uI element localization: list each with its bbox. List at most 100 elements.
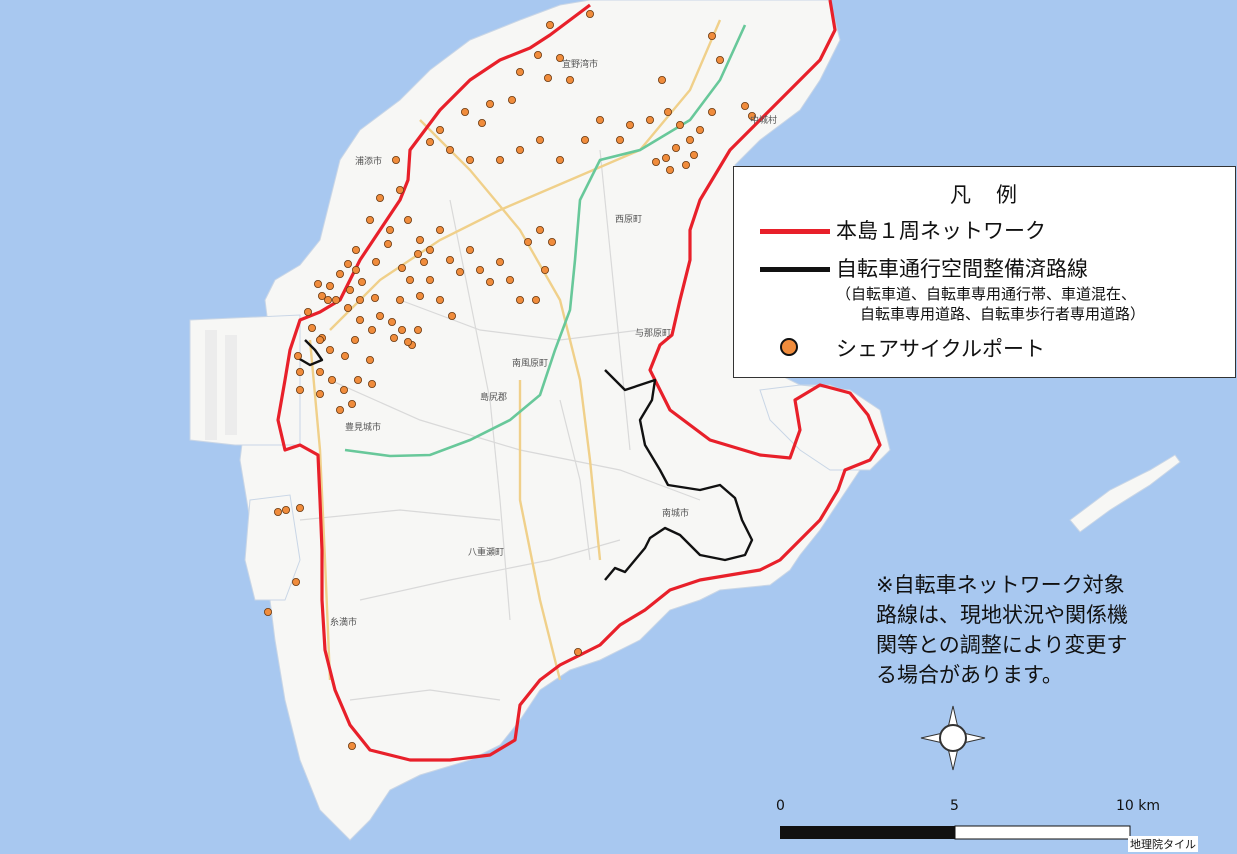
share-cycle-port-marker[interactable]: [345, 285, 354, 294]
share-cycle-port-marker[interactable]: [327, 375, 336, 384]
share-cycle-port-marker[interactable]: [315, 367, 324, 376]
share-cycle-port-marker[interactable]: [339, 385, 348, 394]
share-cycle-port-marker[interactable]: [485, 277, 494, 286]
share-cycle-port-marker[interactable]: [475, 265, 484, 274]
share-cycle-port-marker[interactable]: [355, 315, 364, 324]
share-cycle-port-marker[interactable]: [315, 335, 324, 344]
share-cycle-port-marker[interactable]: [541, 265, 550, 274]
share-cycle-port-marker[interactable]: [485, 100, 494, 109]
share-cycle-port-marker[interactable]: [536, 225, 545, 234]
share-cycle-port-marker[interactable]: [741, 102, 750, 111]
share-cycle-port-marker[interactable]: [516, 295, 525, 304]
share-cycle-port-marker[interactable]: [397, 263, 406, 272]
share-cycle-port-marker[interactable]: [365, 355, 374, 364]
share-cycle-port-marker[interactable]: [391, 155, 400, 164]
share-cycle-port-marker[interactable]: [536, 135, 545, 144]
share-cycle-port-marker[interactable]: [355, 295, 364, 304]
share-cycle-port-marker[interactable]: [548, 237, 557, 246]
share-cycle-port-marker[interactable]: [325, 281, 334, 290]
share-cycle-port-marker[interactable]: [445, 255, 454, 264]
share-cycle-port-marker[interactable]: [371, 257, 380, 266]
share-cycle-port-marker[interactable]: [307, 323, 316, 332]
share-cycle-port-marker[interactable]: [664, 108, 673, 117]
share-cycle-port-marker[interactable]: [323, 295, 332, 304]
share-cycle-port-marker[interactable]: [313, 279, 322, 288]
share-cycle-port-marker[interactable]: [367, 379, 376, 388]
share-cycle-port-marker[interactable]: [343, 259, 352, 268]
share-cycle-port-marker[interactable]: [455, 267, 464, 276]
share-cycle-port-marker[interactable]: [281, 505, 290, 514]
share-cycle-port-marker[interactable]: [357, 277, 366, 286]
share-cycle-port-marker[interactable]: [445, 145, 454, 154]
share-cycle-port-marker[interactable]: [524, 237, 533, 246]
share-cycle-port-marker[interactable]: [748, 112, 757, 121]
share-cycle-port-marker[interactable]: [295, 367, 304, 376]
share-cycle-port-marker[interactable]: [387, 317, 396, 326]
share-cycle-port-marker[interactable]: [532, 295, 541, 304]
share-cycle-port-marker[interactable]: [395, 295, 404, 304]
share-cycle-port-marker[interactable]: [495, 257, 504, 266]
share-cycle-port-marker[interactable]: [676, 121, 685, 130]
share-cycle-port-marker[interactable]: [347, 399, 356, 408]
share-cycle-port-marker[interactable]: [566, 76, 575, 85]
share-cycle-port-marker[interactable]: [385, 225, 394, 234]
share-cycle-port-marker[interactable]: [544, 74, 553, 83]
share-cycle-port-marker[interactable]: [708, 108, 717, 117]
share-cycle-port-marker[interactable]: [556, 54, 565, 63]
share-cycle-port-marker[interactable]: [353, 375, 362, 384]
share-cycle-port-marker[interactable]: [350, 335, 359, 344]
share-cycle-port-marker[interactable]: [477, 119, 486, 128]
share-cycle-port-marker[interactable]: [556, 155, 565, 164]
share-cycle-port-marker[interactable]: [293, 351, 302, 360]
share-cycle-port-marker[interactable]: [351, 245, 360, 254]
share-cycle-port-marker[interactable]: [303, 307, 312, 316]
share-cycle-port-marker[interactable]: [365, 215, 374, 224]
share-cycle-port-marker[interactable]: [335, 405, 344, 414]
share-cycle-port-marker[interactable]: [546, 20, 555, 29]
share-cycle-port-marker[interactable]: [652, 157, 661, 166]
share-cycle-port-marker[interactable]: [626, 121, 635, 130]
share-cycle-port-marker[interactable]: [419, 257, 428, 266]
share-cycle-port-marker[interactable]: [465, 245, 474, 254]
share-cycle-port-marker[interactable]: [403, 337, 412, 346]
share-cycle-port-marker[interactable]: [295, 503, 304, 512]
share-cycle-port-marker[interactable]: [325, 345, 334, 354]
share-cycle-port-marker[interactable]: [295, 385, 304, 394]
share-cycle-port-marker[interactable]: [415, 291, 424, 300]
share-cycle-port-marker[interactable]: [317, 291, 326, 300]
share-cycle-port-marker[interactable]: [666, 165, 675, 174]
share-cycle-port-marker[interactable]: [397, 325, 406, 334]
share-cycle-port-marker[interactable]: [581, 135, 590, 144]
share-cycle-port-marker[interactable]: [403, 215, 412, 224]
share-cycle-port-marker[interactable]: [343, 303, 352, 312]
share-cycle-port-marker[interactable]: [658, 76, 667, 85]
share-cycle-port-marker[interactable]: [516, 68, 525, 77]
share-cycle-port-marker[interactable]: [708, 32, 717, 41]
share-cycle-port-marker[interactable]: [696, 126, 705, 135]
share-cycle-port-marker[interactable]: [315, 389, 324, 398]
share-cycle-port-marker[interactable]: [686, 135, 695, 144]
share-cycle-port-marker[interactable]: [263, 608, 272, 617]
share-cycle-port-marker[interactable]: [435, 126, 444, 135]
share-cycle-port-marker[interactable]: [291, 578, 300, 587]
share-cycle-port-marker[interactable]: [347, 742, 356, 751]
share-cycle-port-marker[interactable]: [383, 239, 392, 248]
share-cycle-port-marker[interactable]: [389, 333, 398, 342]
share-cycle-port-marker[interactable]: [425, 275, 434, 284]
share-cycle-port-marker[interactable]: [507, 96, 516, 105]
share-cycle-port-marker[interactable]: [425, 137, 434, 146]
share-cycle-port-marker[interactable]: [413, 325, 422, 334]
share-cycle-port-marker[interactable]: [425, 245, 434, 254]
share-cycle-port-marker[interactable]: [586, 9, 595, 18]
share-cycle-port-marker[interactable]: [596, 116, 605, 125]
share-cycle-port-marker[interactable]: [662, 153, 671, 162]
share-cycle-port-marker[interactable]: [367, 325, 376, 334]
share-cycle-port-marker[interactable]: [716, 56, 725, 65]
share-cycle-port-marker[interactable]: [574, 648, 583, 657]
share-cycle-port-marker[interactable]: [465, 155, 474, 164]
share-cycle-port-marker[interactable]: [495, 155, 504, 164]
share-cycle-port-marker[interactable]: [273, 507, 282, 516]
share-cycle-port-marker[interactable]: [690, 150, 699, 159]
share-cycle-port-marker[interactable]: [646, 116, 655, 125]
share-cycle-port-marker[interactable]: [447, 311, 456, 320]
